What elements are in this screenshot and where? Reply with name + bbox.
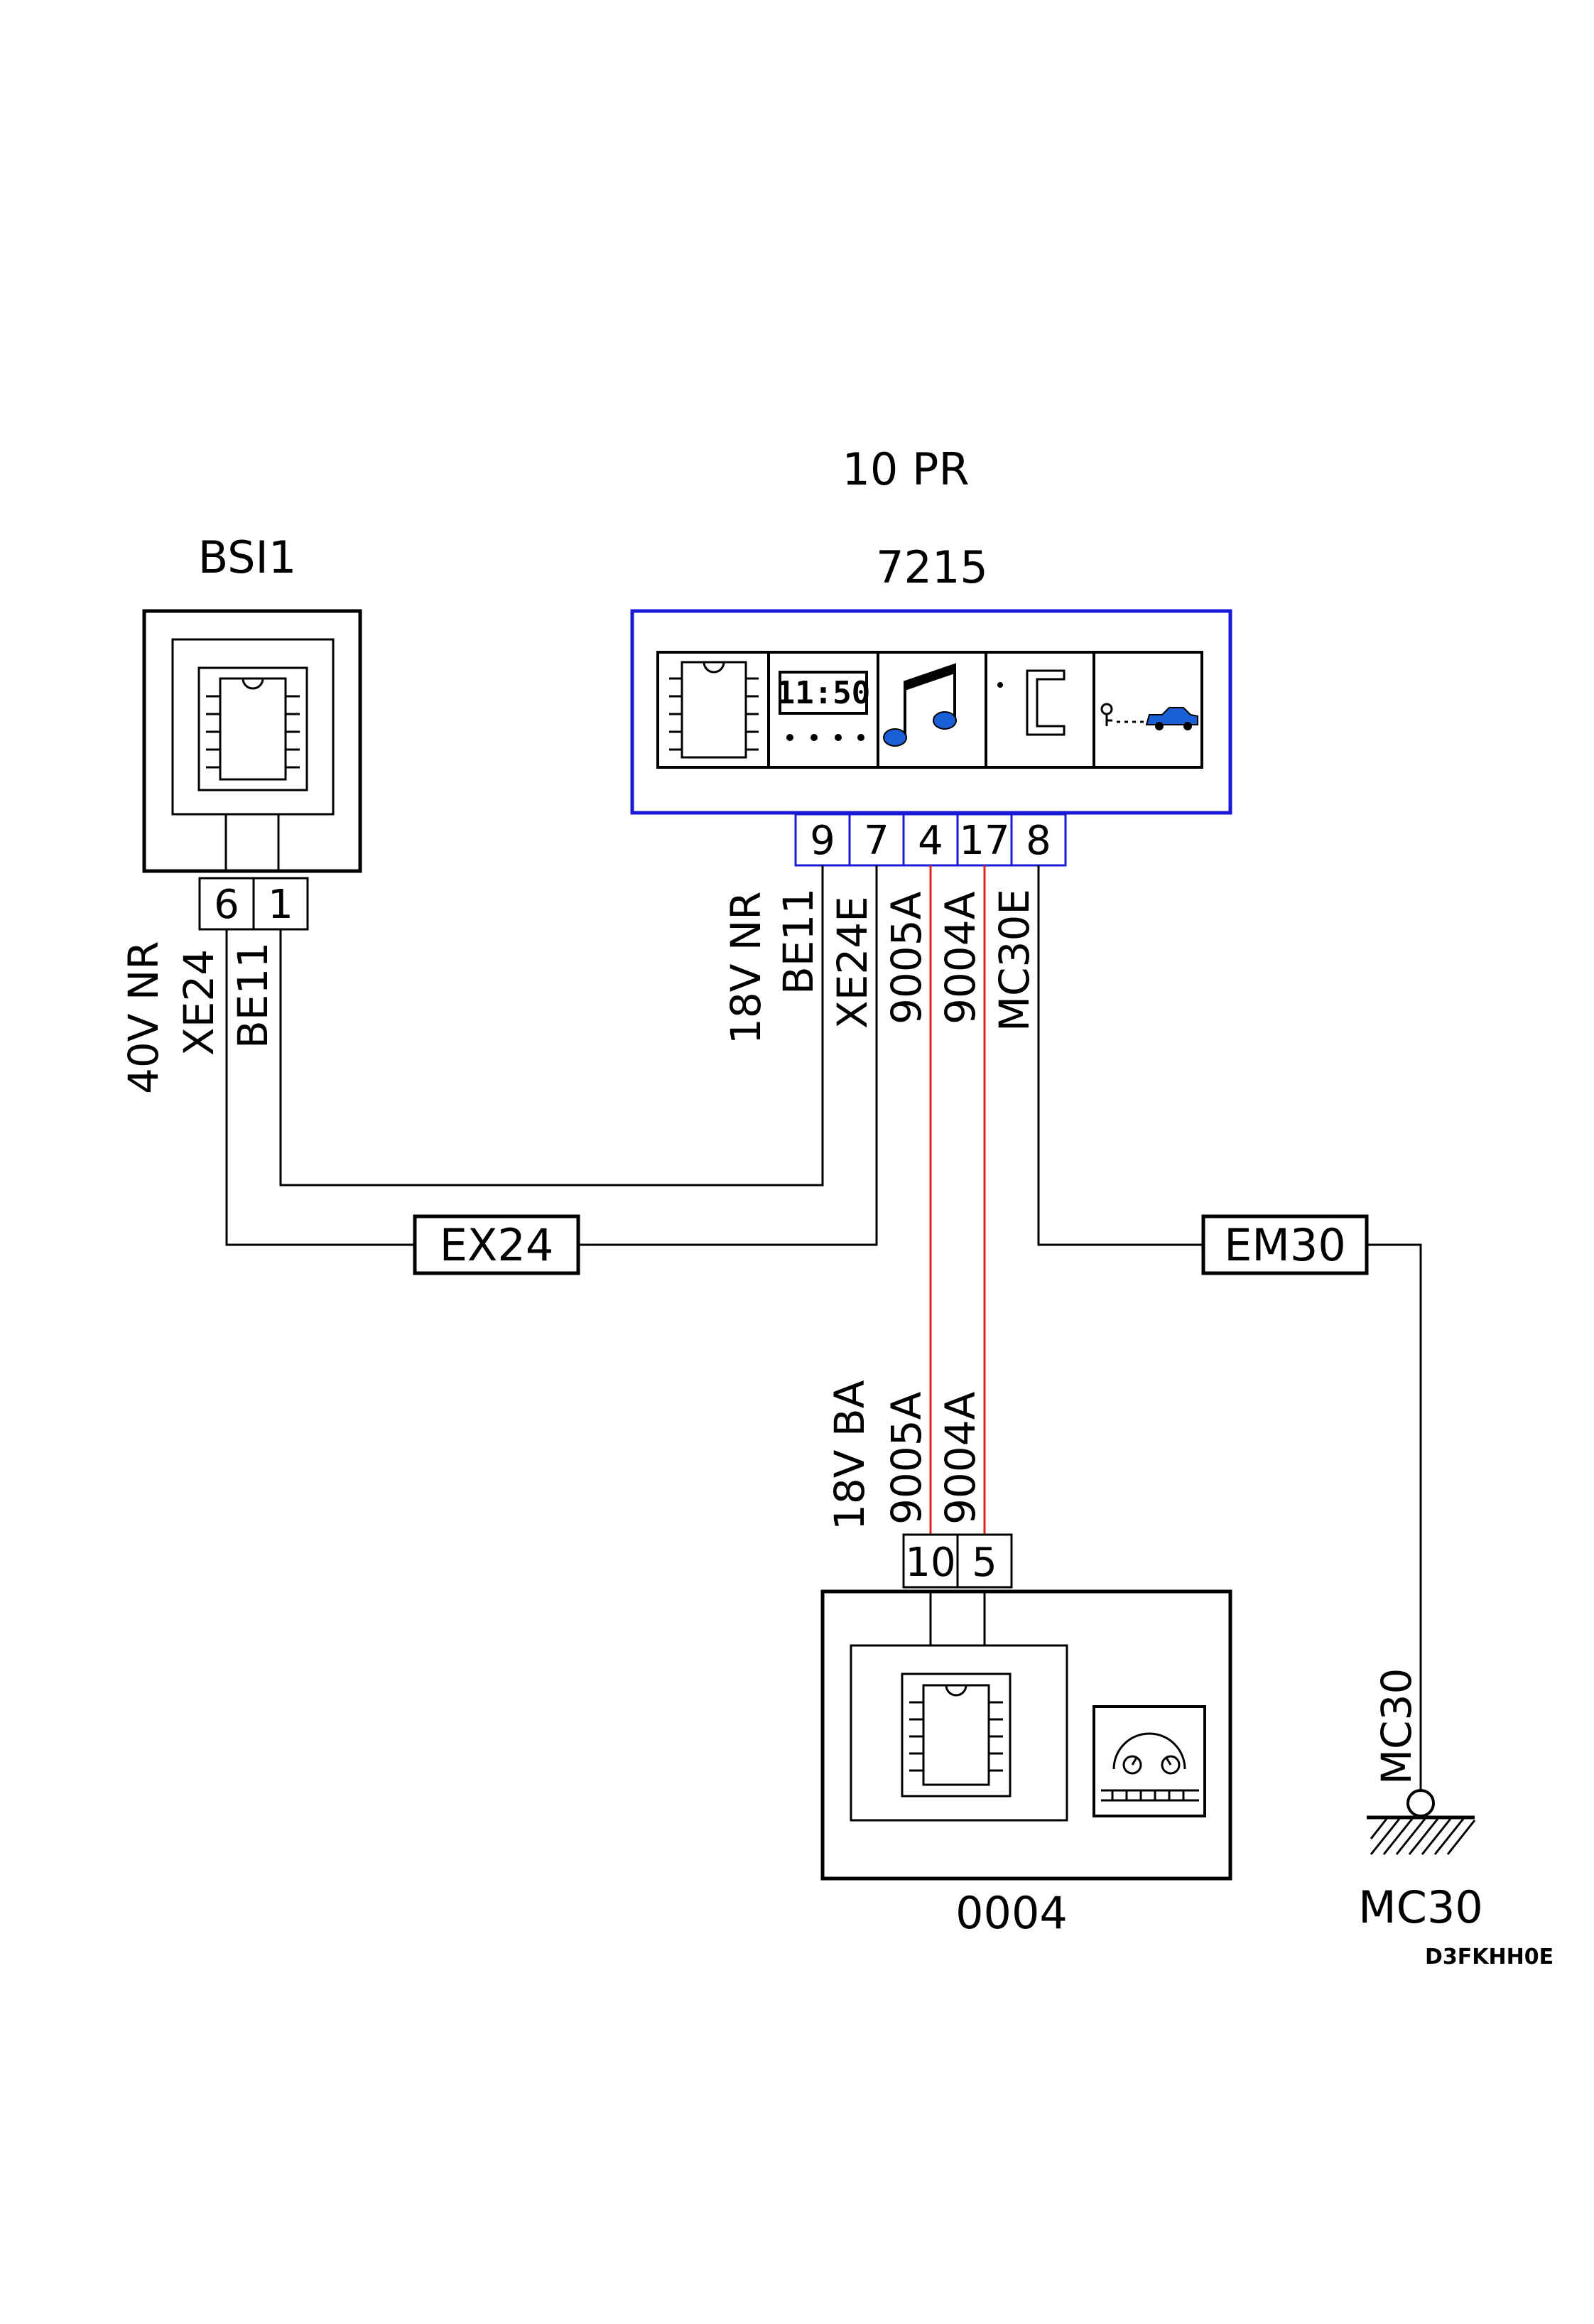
display-wire-xe24e: XE24E — [828, 896, 877, 1029]
display-name: 7215 — [876, 541, 988, 593]
display-pin-7: 7 — [864, 818, 889, 864]
wire-xe24 — [225, 929, 415, 1246]
radio-wire-9004a: 9004A — [936, 1391, 985, 1525]
display-module: 11:50 — [630, 609, 1232, 815]
display-wire-9004a: 9004A — [936, 891, 985, 1025]
radio-connector-label: 18V BA — [825, 1380, 874, 1530]
wire-be11 — [279, 865, 824, 1187]
bsi-pin-1: 1 — [268, 882, 293, 928]
splice-em30-label: EM30 — [1224, 1219, 1346, 1271]
bsi-module — [142, 609, 362, 873]
music-note-icon — [883, 663, 957, 747]
display-connector-label: 18V NR — [722, 891, 770, 1044]
display-pin-9: 9 — [810, 818, 835, 864]
chip-icon — [669, 661, 759, 759]
display-pin-4: 4 — [918, 818, 943, 864]
radio-module — [820, 1589, 1232, 1881]
display-wire-mc30e: MC30E — [990, 889, 1039, 1032]
car-key-icon — [1100, 703, 1198, 730]
splice-em30: EM30 — [1201, 1214, 1369, 1275]
wire-xe24e — [578, 865, 878, 1246]
display-wire-9005a: 9005A — [882, 891, 931, 1025]
radio-wire-9005a: 9005A — [882, 1391, 931, 1525]
wire-mc30 — [1367, 1243, 1422, 1790]
clock-readout: 11:50 — [776, 675, 870, 711]
ground-wire-label: MC30 — [1372, 1668, 1421, 1785]
wire-mc30e — [1037, 865, 1203, 1246]
splice-ex24-label: EX24 — [440, 1219, 554, 1271]
connector-title: 10 PR — [842, 443, 969, 495]
clock-icon: 11:50 — [776, 671, 870, 741]
chip-icon — [901, 1672, 1012, 1798]
display-wire-be11: BE11 — [774, 888, 823, 995]
tuner-icon — [1093, 1705, 1206, 1817]
display-pin-17: 17 — [959, 818, 1009, 864]
bsi-connector-label: 40V NR — [119, 941, 168, 1094]
radio-connector: 10 5 — [902, 1533, 1013, 1589]
display-connector: 9 7 4 17 8 — [794, 813, 1067, 867]
bsi-pin-6: 6 — [214, 882, 239, 928]
bsi-wire-xe24: XE24 — [175, 949, 223, 1056]
radio-pin-10: 10 — [905, 1540, 955, 1586]
bsi-name: BSI1 — [198, 531, 297, 583]
radio-name: 0004 — [955, 1887, 1068, 1939]
bsi-wire-be11: BE11 — [229, 942, 277, 1049]
display-pin-8: 8 — [1026, 818, 1051, 864]
wires — [225, 865, 1422, 1790]
bsi-connector: 6 1 — [198, 877, 309, 931]
radio-pin-5: 5 — [972, 1540, 997, 1586]
chip-icon — [197, 666, 308, 791]
reference-code: D3FKHH0E — [1425, 1945, 1554, 1969]
ground-name: MC30 — [1358, 1881, 1483, 1933]
splice-ex24: EX24 — [413, 1214, 580, 1275]
ground-symbol — [1367, 1789, 1476, 1855]
temperature-icon — [997, 669, 1066, 736]
